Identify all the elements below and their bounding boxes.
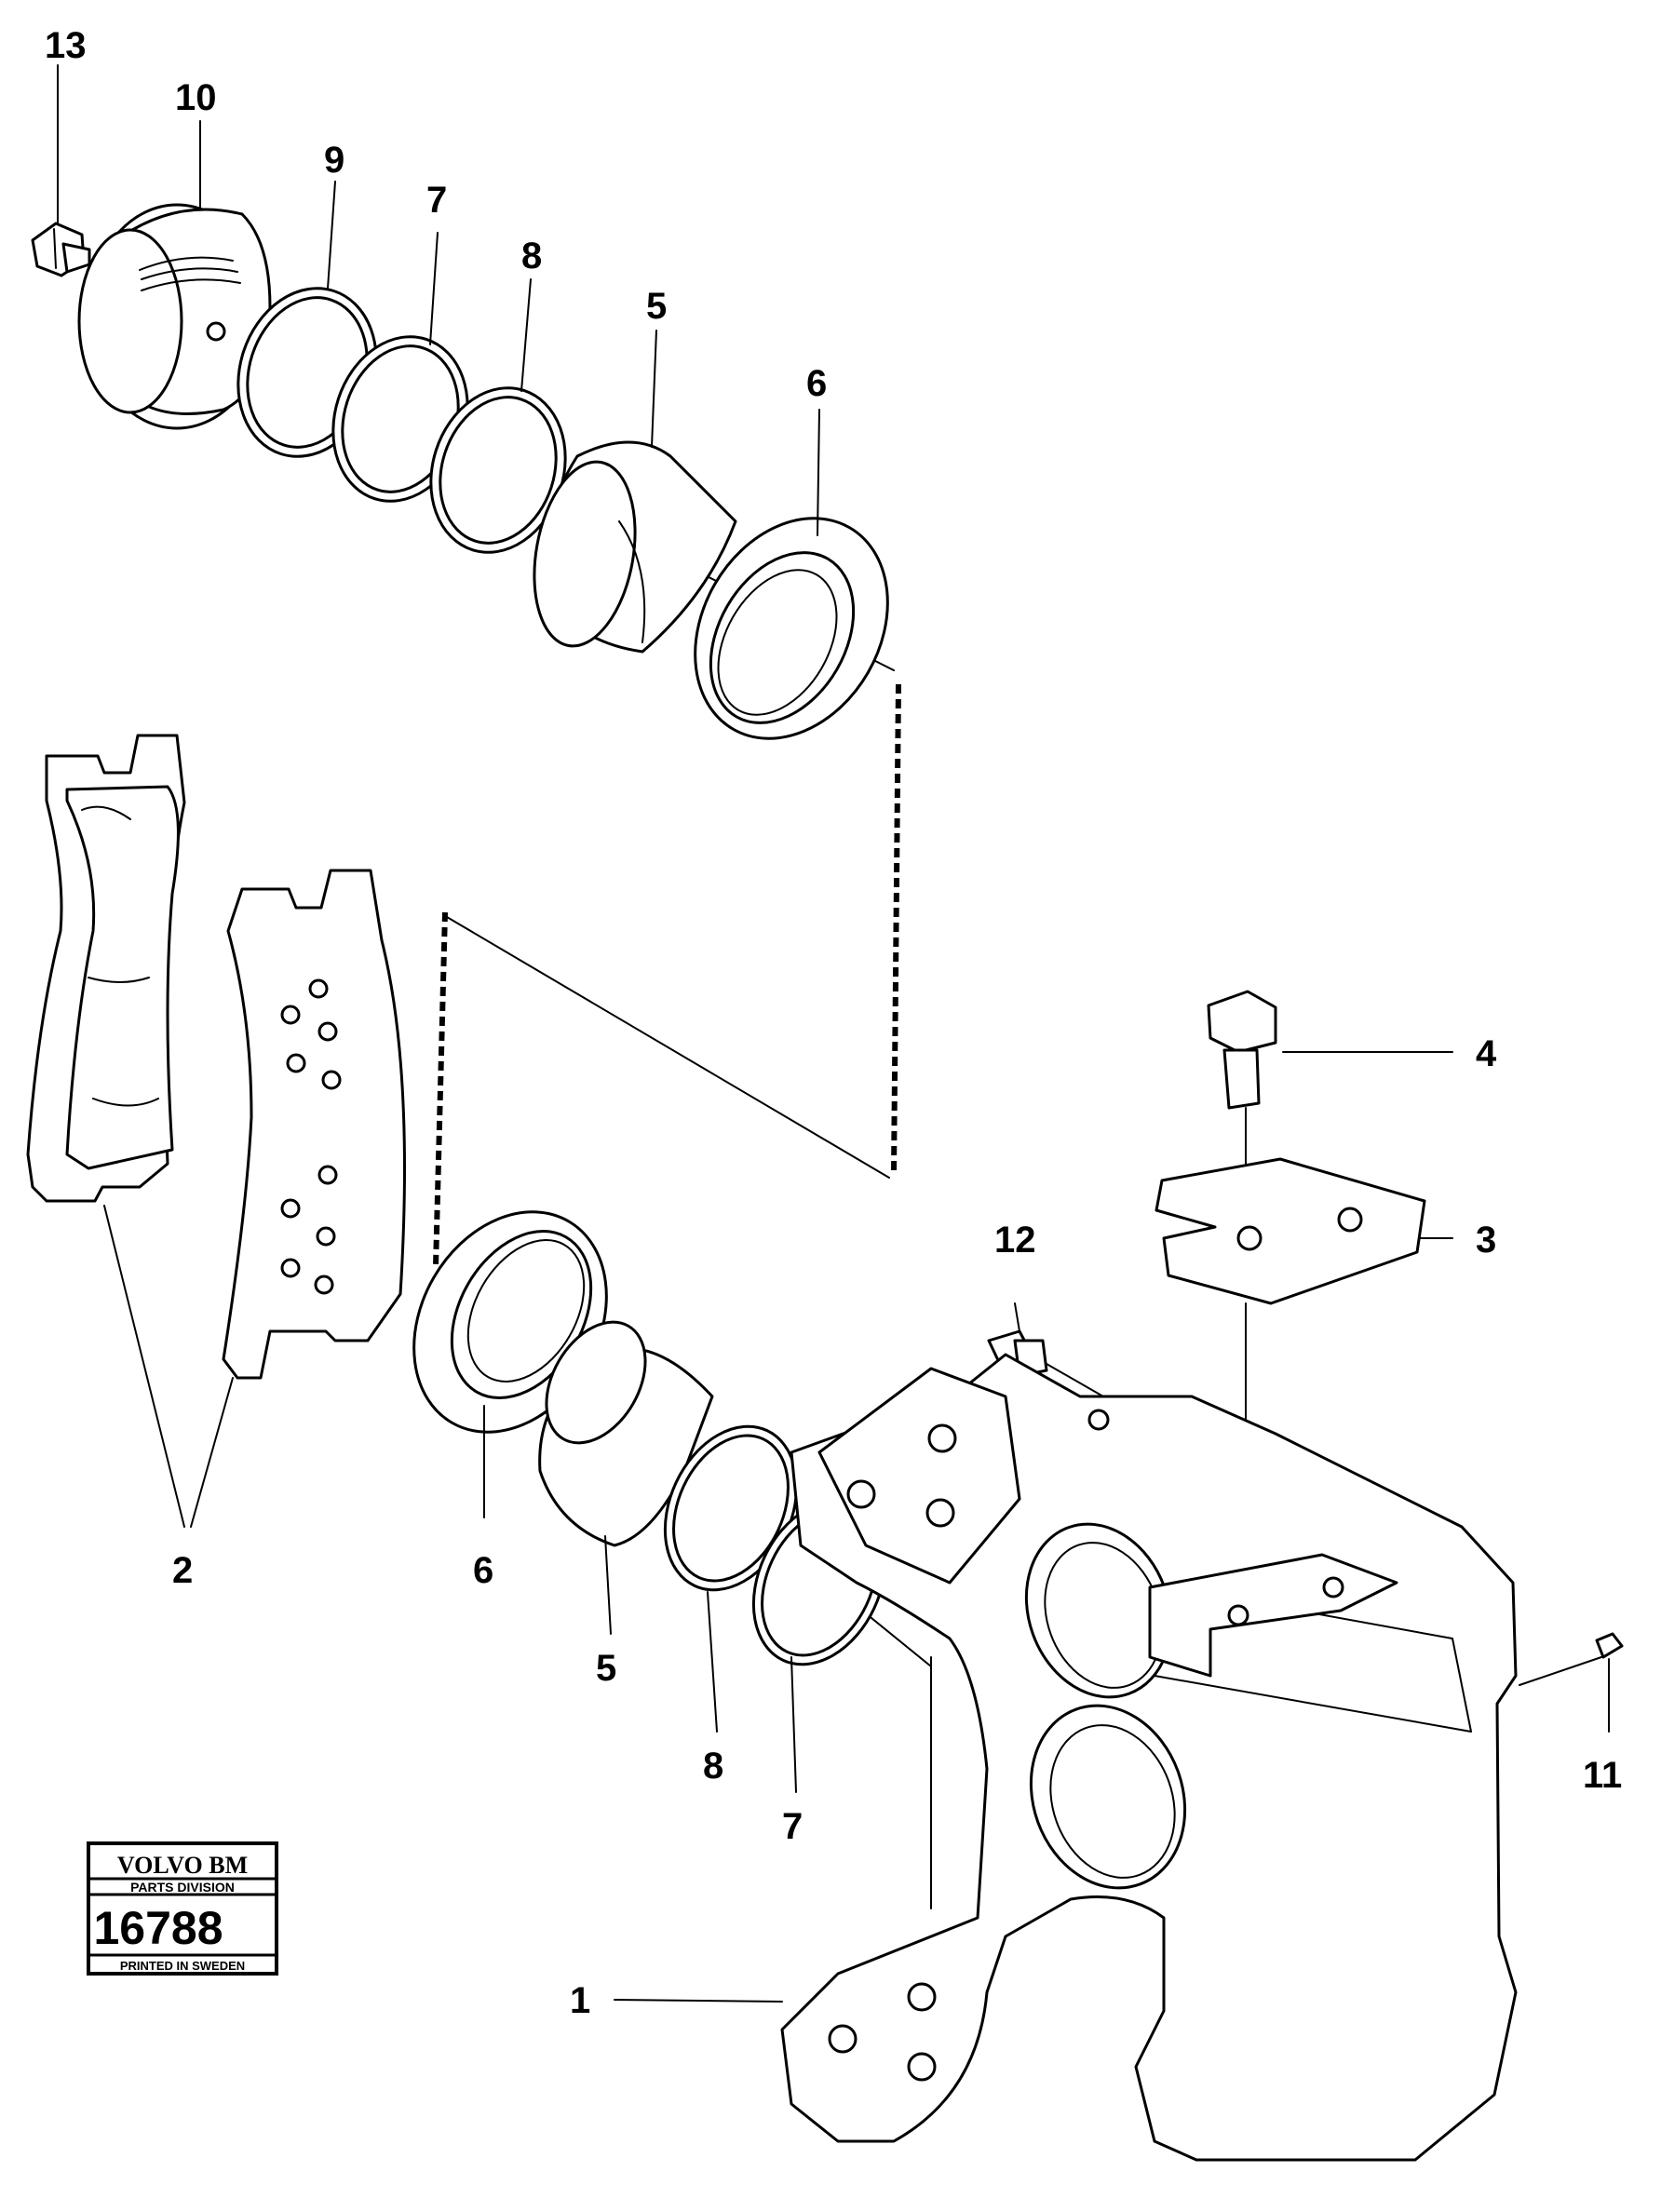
brake-pad-left <box>26 734 186 1203</box>
part-2-brake-pads <box>26 734 406 1528</box>
stamp-brand: VOLVO BM <box>117 1852 248 1879</box>
callout-11: 11 <box>1583 1755 1622 1796</box>
part-13-bleed-screw <box>31 222 91 277</box>
upper-piston-assembly <box>31 203 895 740</box>
part-3-plate <box>1155 1157 1453 1453</box>
callout-labels: 13 10 9 7 8 5 6 4 3 12 2 6 5 8 7 11 1 <box>45 25 1622 2021</box>
callout-2: 2 <box>172 1550 193 1591</box>
part-5-piston-upper <box>533 440 737 654</box>
leader-lines <box>57 64 820 1793</box>
part-8-ring-lower <box>663 1424 799 1592</box>
callout-5-lower: 5 <box>596 1648 616 1689</box>
callout-7-upper: 7 <box>426 180 447 221</box>
part-10-dust-cap <box>77 203 272 430</box>
callout-9: 9 <box>324 140 344 181</box>
callout-7-lower: 7 <box>782 1806 803 1847</box>
assembly-guide-dashed <box>433 683 901 1267</box>
part-8-ring-upper <box>429 386 567 554</box>
callout-13: 13 <box>45 25 87 66</box>
callout-8-upper: 8 <box>521 236 542 276</box>
callout-4: 4 <box>1476 1033 1497 1074</box>
callout-10: 10 <box>175 77 217 118</box>
volvo-bm-parts-stamp: VOLVO BM PARTS DIVISION 16788 PRINTED IN… <box>87 1841 278 1976</box>
part-6-seal-upper <box>694 517 889 740</box>
stamp-division: PARTS DIVISION <box>130 1880 235 1895</box>
part-11-plug <box>1519 1632 1624 1733</box>
part-4-bolt <box>1207 990 1453 1248</box>
stamp-number: 16788 <box>93 1902 223 1954</box>
callout-8-lower: 8 <box>703 1746 723 1787</box>
brake-pad-right <box>222 869 406 1380</box>
callout-1: 1 <box>570 1980 590 2021</box>
callout-6-lower: 6 <box>473 1550 493 1591</box>
callout-5-upper: 5 <box>646 286 667 327</box>
callout-3: 3 <box>1476 1220 1496 1261</box>
stamp-footer: PRINTED IN SWEDEN <box>120 1959 245 1973</box>
callout-12: 12 <box>994 1220 1036 1261</box>
part-1-caliper-housing <box>614 1353 1518 2162</box>
callout-6-upper: 6 <box>806 363 827 404</box>
